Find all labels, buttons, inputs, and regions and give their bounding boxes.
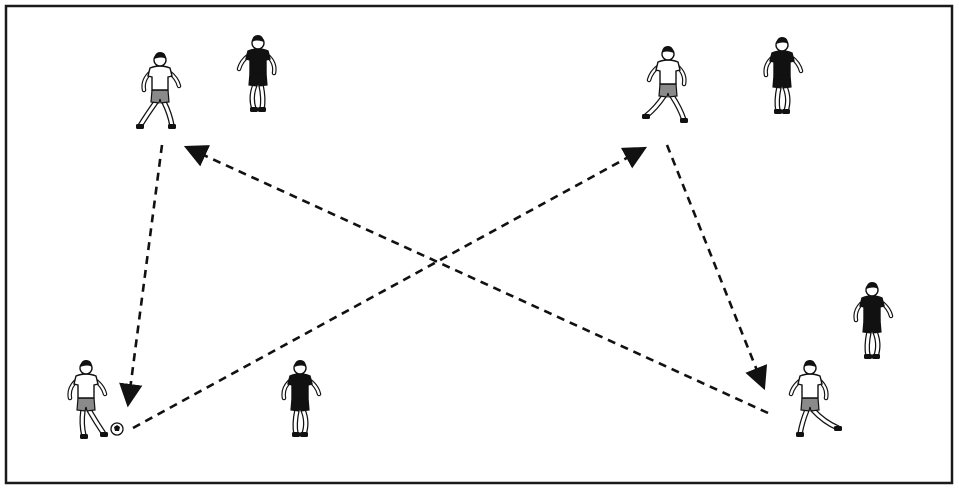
players <box>67 35 894 439</box>
player-white-bottom-right <box>788 360 842 437</box>
player-white-top-right <box>642 46 688 123</box>
player-black-right <box>853 282 894 359</box>
pass-arrow-white-top-right-to-white-bottom-right <box>665 144 768 391</box>
player-black-bottom-left <box>281 360 322 437</box>
pass-arrows <box>119 144 769 430</box>
pass-arrow-white-bottom-right-to-white-top-left <box>183 145 769 415</box>
player-white-bottom-left <box>67 360 124 439</box>
pass-arrow-white-top-left-to-white-bottom-left <box>119 144 164 408</box>
player-black-top-right <box>763 37 804 114</box>
player-black-top-left <box>236 35 277 112</box>
player-white-top-left <box>136 52 182 129</box>
